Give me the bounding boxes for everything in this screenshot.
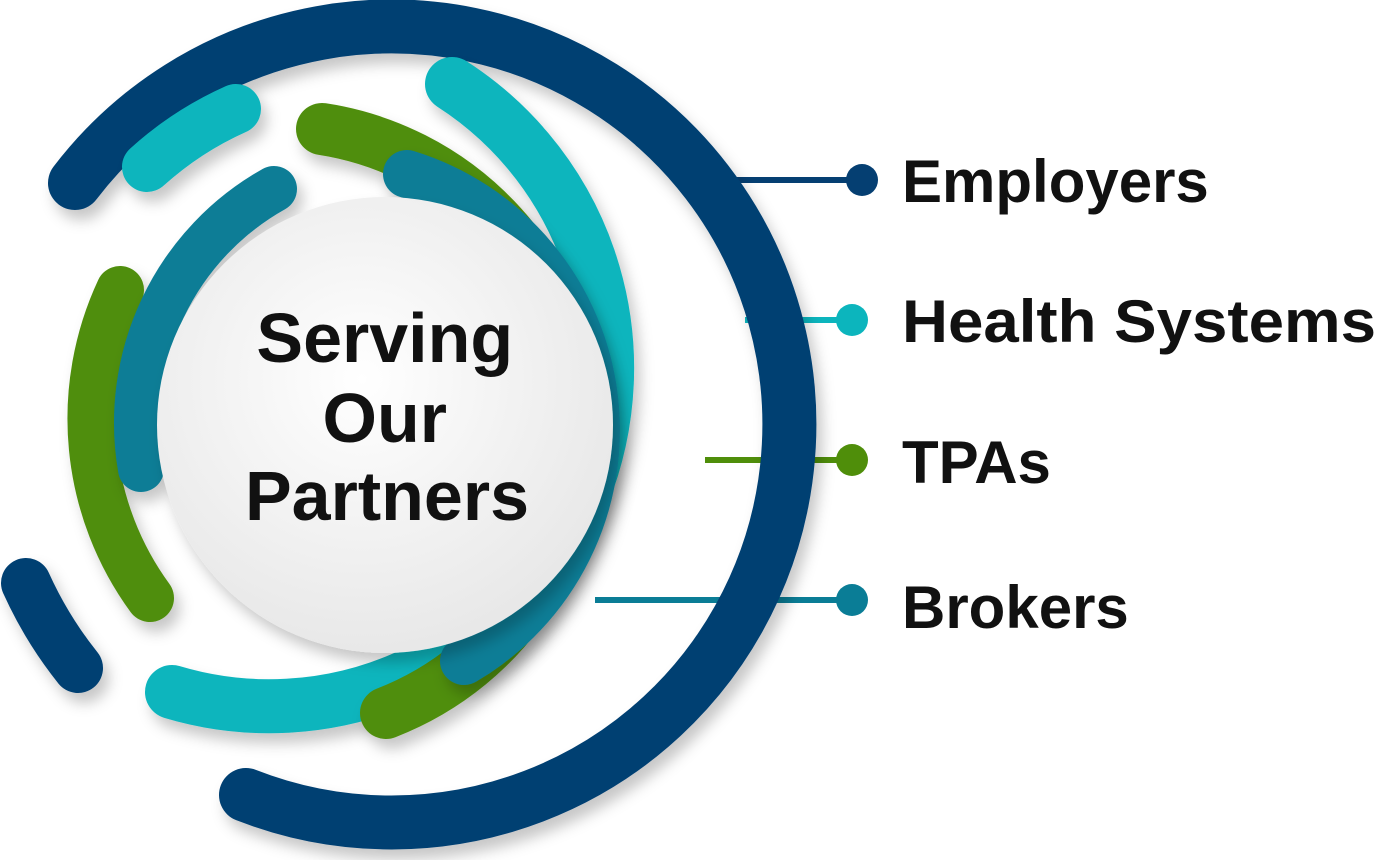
label-employers: Employers [902,148,1209,215]
navy-arc-left [1,558,103,693]
cyan-arc-top-left [122,84,261,192]
label-tpas: TPAs [902,429,1051,496]
navy-arc-main [48,0,817,850]
dot-brokers [836,584,868,616]
center-disc [157,197,613,653]
dot-employers [846,164,878,196]
dot-tpas [836,444,868,476]
green-arc-left [67,266,174,622]
navy-ring [1,0,817,850]
dot-health-systems [836,304,868,336]
center-title-line-2: Our [323,379,447,457]
label-health-systems: Health Systems [902,288,1376,355]
center-title: Serving Our Partners [245,299,529,535]
center-title-line-3: Partners [245,457,529,535]
teal-arc-left [114,166,297,492]
center-title-line-1: Serving [256,299,513,377]
label-brokers: Brokers [902,574,1129,641]
